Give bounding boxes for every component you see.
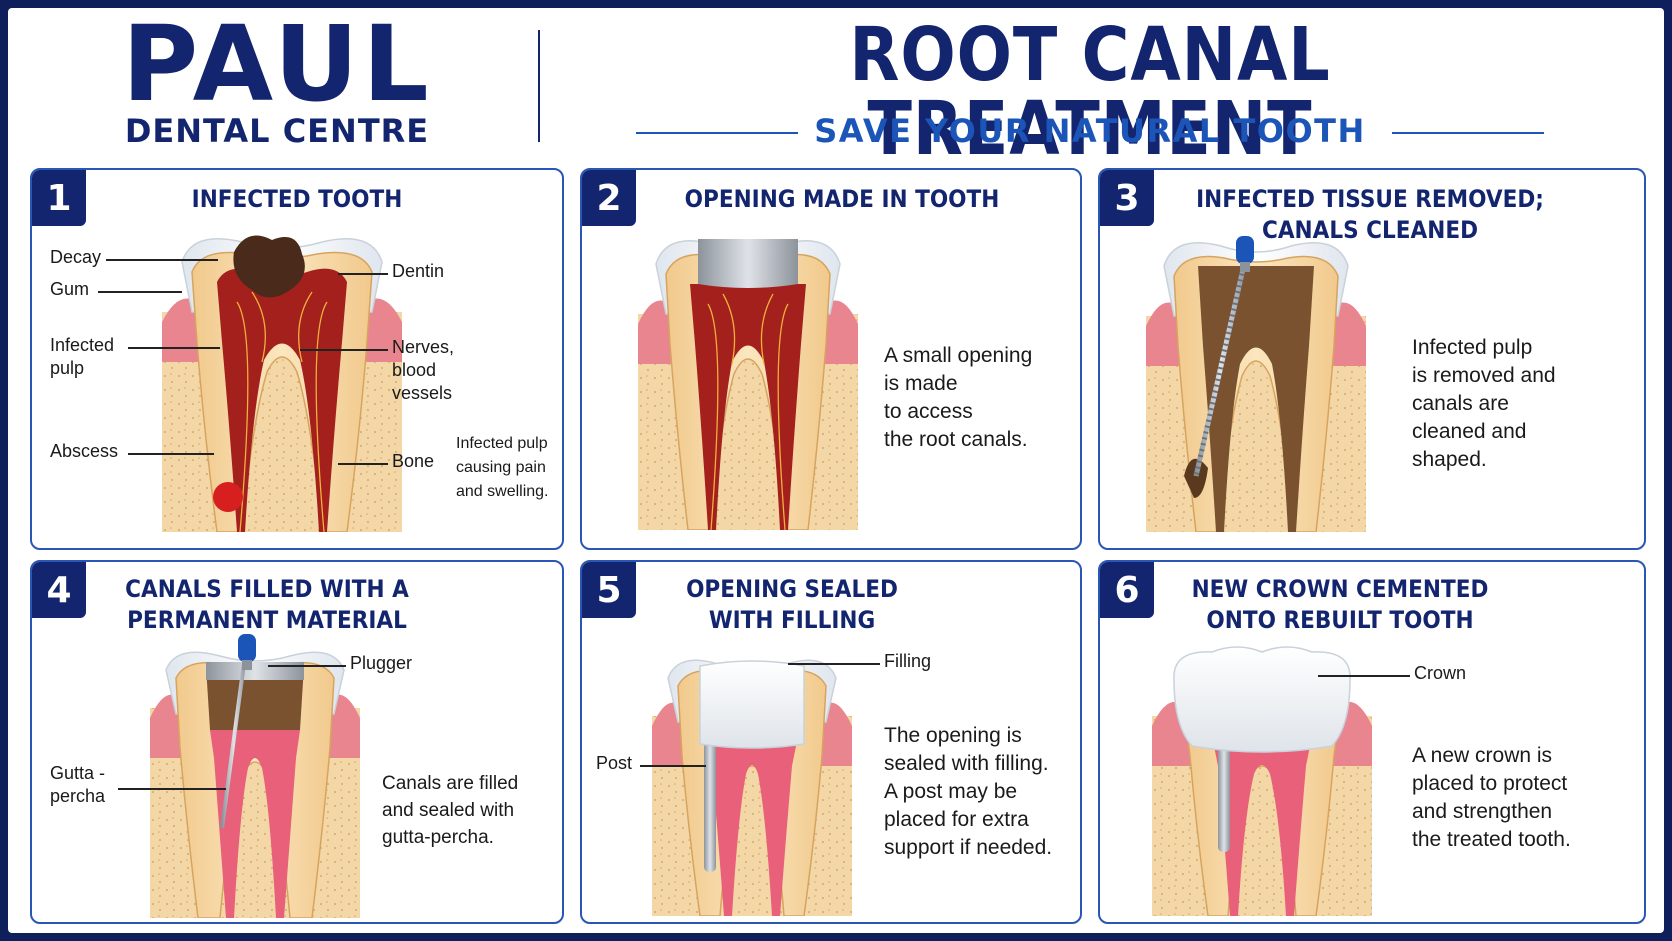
label-infected-pulp: Infected pulp	[50, 335, 115, 378]
label-abscess: Abscess	[50, 441, 119, 461]
label-gutta-percha: Gutta - percha	[50, 763, 106, 806]
infected-pulp	[690, 284, 806, 530]
leader-line	[118, 788, 226, 790]
label-bone: Bone	[392, 451, 435, 471]
tagline-rule-right	[1392, 132, 1544, 134]
tagline-rule-left	[636, 132, 798, 134]
label-decay: Decay	[50, 247, 102, 267]
step-number-badge: 2	[582, 170, 636, 226]
label-plugger: Plugger	[350, 653, 413, 673]
gum	[162, 298, 402, 362]
decay	[233, 235, 305, 298]
page-title: ROOT CANAL TREATMENT	[849, 12, 1331, 172]
leader-line	[338, 463, 388, 465]
post	[704, 742, 716, 872]
removed-debris	[1184, 458, 1208, 498]
brand-name: PAUL	[122, 3, 433, 125]
step-title: CANALS FILLED WITH A PERMANENT MATERIAL	[125, 575, 409, 634]
leader-line	[300, 349, 388, 351]
opened-tooth-illustration	[638, 239, 858, 530]
step-panel-1: 1 INFECTED TOOTH Decay Gum Infected pulp…	[30, 168, 564, 550]
leader-line	[640, 765, 706, 767]
step-title: OPENING MADE IN TOOTH	[684, 185, 1000, 213]
step-number-badge: 4	[32, 562, 86, 618]
header-divider	[538, 30, 540, 142]
leader-line	[128, 453, 214, 455]
gum	[1152, 701, 1372, 766]
label-nerves: Nerves, blood vessels	[392, 337, 455, 403]
step-description: Canals are filled and sealed with gutta-…	[382, 773, 519, 848]
cleaned-tooth-illustration	[1146, 242, 1366, 532]
step-description: The opening is sealed with filling. A po…	[884, 724, 1053, 859]
label-gum: Gum	[50, 279, 90, 299]
infected-pulp-chamber	[217, 268, 347, 532]
step-description: Infected pulp is removed and canals are …	[1412, 336, 1556, 471]
step-description: A small opening is made to access the ro…	[884, 344, 1033, 451]
step-panel-4: 4 CANALS FILLED WITH A PERMANENT MATERIA…	[30, 560, 564, 924]
label-filling: Filling	[884, 651, 932, 671]
chamber-cap	[206, 662, 304, 680]
chamber-cavity	[206, 666, 304, 730]
label-post: Post	[596, 753, 633, 773]
access-opening	[698, 239, 798, 288]
step-number-badge: 3	[1100, 170, 1154, 226]
step-panel-5: 5 OPENING SEALED WITH FILLING Filling Po…	[580, 560, 1082, 924]
file-spiral	[1193, 255, 1249, 477]
nerve-vessels	[236, 291, 328, 532]
gutta-percha	[708, 746, 796, 916]
label-dentin: Dentin	[392, 261, 445, 281]
crowned-tooth-illustration	[1152, 646, 1372, 916]
leader-line	[788, 663, 880, 665]
gutta-percha	[210, 730, 300, 918]
gutta-percha	[1214, 746, 1310, 916]
file-handle-icon	[1236, 236, 1254, 272]
brand-subtitle: DENTAL CENTRE	[124, 112, 430, 150]
step-description: Infected pulp causing pain and swelling.	[456, 435, 549, 500]
filled-canals-illustration	[150, 648, 360, 918]
leader-line	[106, 259, 218, 261]
step-panel-6: 6 NEW CROWN CEMENTED ONTO REBUILT TOOTH …	[1098, 560, 1646, 924]
step-number-badge: 5	[582, 562, 636, 618]
step-number-badge: 1	[32, 170, 86, 226]
plugger-handle-icon	[238, 634, 256, 670]
gum	[638, 300, 858, 364]
step-title: OPENING SEALED WITH FILLING	[686, 575, 898, 634]
leader-line	[128, 347, 220, 349]
step-title: INFECTED TOOTH	[191, 185, 403, 213]
leader-line	[98, 291, 182, 293]
step-panel-3: 3 INFECTED TISSUE REMOVED; CANALS CLEANE…	[1098, 168, 1646, 550]
sealed-tooth-illustration	[652, 659, 852, 916]
tagline: SAVE YOUR NATURAL TOOTH	[814, 112, 1366, 150]
step-title: NEW CROWN CEMENTED ONTO REBUILT TOOTH	[1191, 575, 1489, 634]
leader-line	[338, 273, 388, 275]
gum	[652, 702, 852, 766]
post	[1218, 742, 1230, 852]
leader-line	[268, 665, 346, 667]
infected-tooth-illustration	[162, 235, 402, 532]
step-number-badge: 6	[1100, 562, 1154, 618]
gum	[150, 694, 360, 758]
step-description: A new crown is placed to protect and str…	[1412, 744, 1571, 851]
plugger-instrument	[220, 648, 248, 829]
nerve-vessels	[707, 293, 789, 530]
crown	[1173, 646, 1351, 753]
gum	[1146, 302, 1366, 366]
label-crown: Crown	[1414, 663, 1467, 683]
leader-line	[1318, 675, 1410, 677]
step-panel-2: 2 OPENING MADE IN TOOTH A small opening …	[580, 168, 1082, 550]
abscess	[213, 482, 243, 512]
filling	[699, 660, 805, 749]
step-title: INFECTED TISSUE REMOVED; CANALS CLEANED	[1196, 185, 1544, 244]
